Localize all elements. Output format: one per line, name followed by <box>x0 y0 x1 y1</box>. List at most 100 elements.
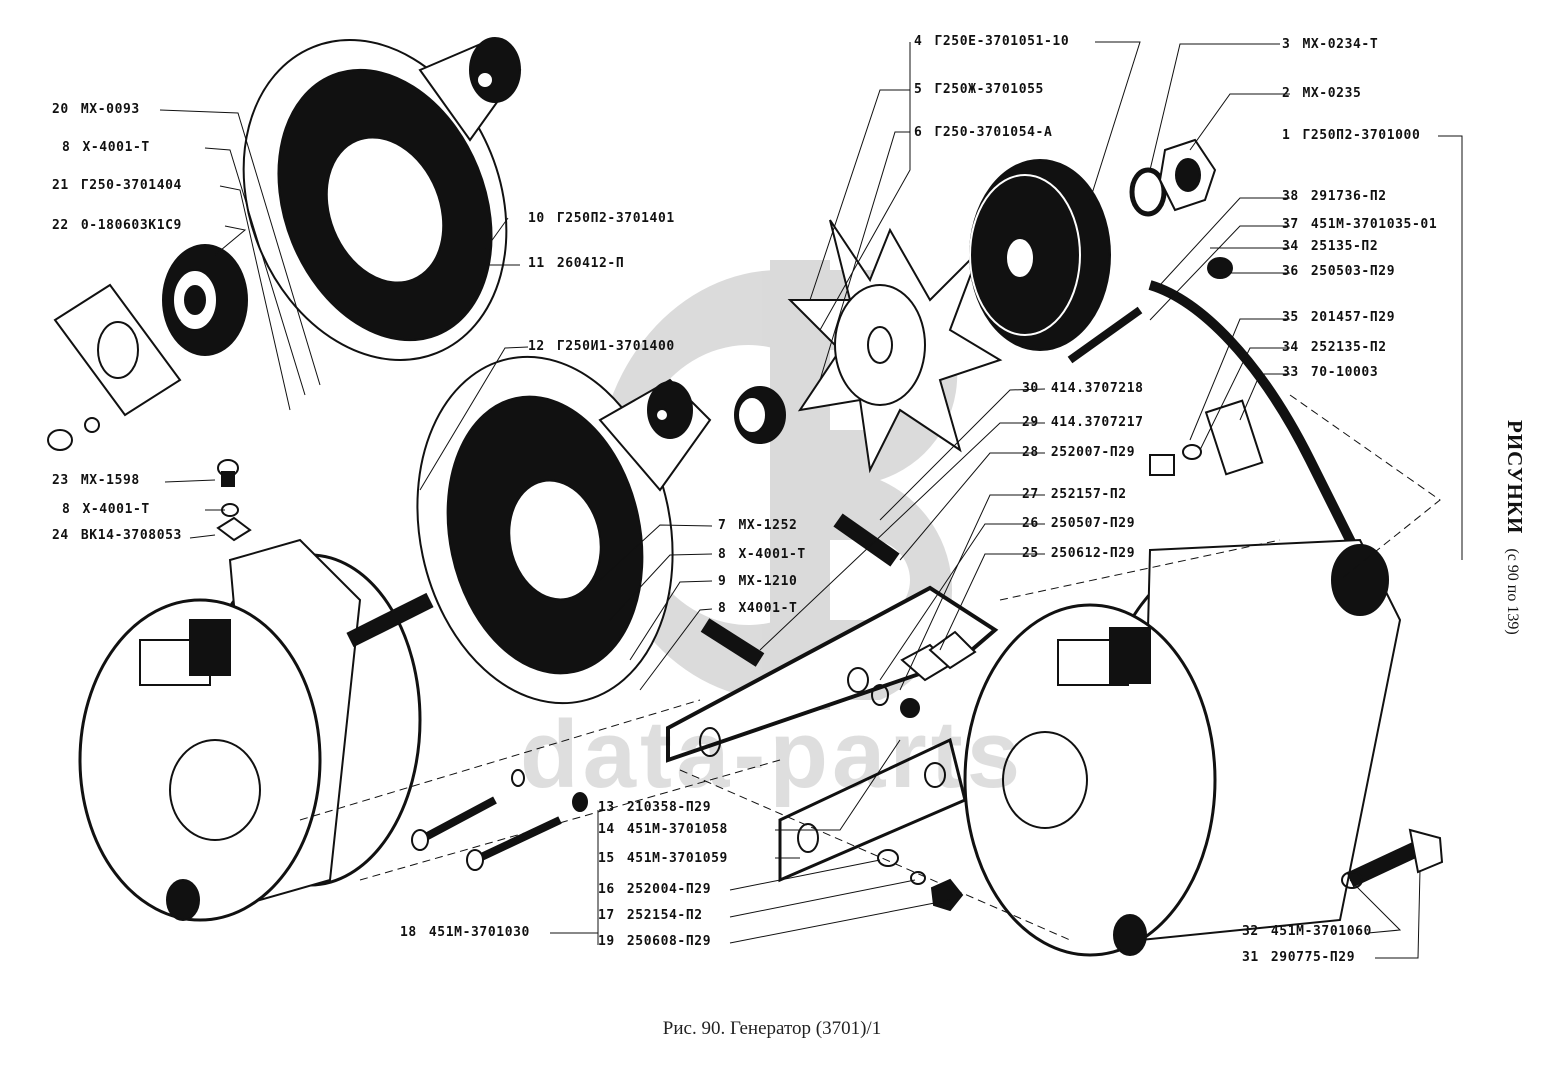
part-code: МХ-1252 <box>738 518 798 533</box>
part-code: МХ-0093 <box>80 102 140 117</box>
callout-number: 32 <box>1242 924 1259 939</box>
callout-number: 3 <box>1282 37 1291 52</box>
callout-number: 22 <box>52 218 69 233</box>
callout-label: 8 Х-4001-Т <box>62 140 150 156</box>
callout-number: 35 <box>1282 310 1299 325</box>
pulley <box>969 159 1111 351</box>
callout-label: 18 451М-3701030 <box>400 925 530 941</box>
callout-number: 14 <box>598 822 615 837</box>
callout-number: 24 <box>52 528 69 543</box>
part-code: МХ-0234-Т <box>1302 37 1379 52</box>
callout-number: 8 <box>62 140 71 155</box>
part-code: 252007-П29 <box>1050 445 1136 460</box>
callout-label: 5 Г250Ж-3701055 <box>914 82 1044 98</box>
callout-number: 5 <box>914 82 923 97</box>
part-code: 250507-П29 <box>1050 516 1136 531</box>
part-code: 252004-П29 <box>626 882 712 897</box>
part-code: МХ-1598 <box>80 473 140 488</box>
washers-16-17-nut-19 <box>877 849 964 912</box>
part-code: 25135-П2 <box>1310 239 1379 254</box>
part-code: Х-4001-Т <box>82 140 150 155</box>
callout-number: 6 <box>914 125 923 140</box>
rear-cover-housing <box>242 37 522 361</box>
part-code: 250612-П29 <box>1050 546 1136 561</box>
part-code: 451М-3701035-01 <box>1310 217 1438 232</box>
spring-washer <box>1129 167 1167 217</box>
generator-assembly-right <box>963 538 1402 957</box>
front-cover-housing <box>416 355 712 705</box>
callout-number: 8 <box>718 547 727 562</box>
callout-number: 7 <box>718 518 727 533</box>
part-code: МХ-0235 <box>1302 86 1362 101</box>
part-code: Г250Ж-3701055 <box>934 82 1044 97</box>
figure-caption: Рис. 90. Генератор (3701)/1 <box>662 1018 882 1039</box>
bolt-36 <box>1067 257 1233 364</box>
part-code: 451М-3701059 <box>626 851 728 866</box>
side-subtitle: (с 90 по 139) <box>1504 548 1521 635</box>
callout-number: 2 <box>1282 86 1291 101</box>
part-code: Г250И1-3701400 <box>556 339 675 354</box>
callout-number: 1 <box>1282 128 1291 143</box>
callout-number: 21 <box>52 178 69 193</box>
callout-label: 2 МХ-0235 <box>1282 86 1361 102</box>
part-code: 201457-П29 <box>1310 310 1396 325</box>
bolt-35 <box>1149 444 1202 476</box>
generator-assembly-left <box>78 538 434 922</box>
callout-label: 14 451М-3701058 <box>598 822 728 838</box>
callout-number: 18 <box>400 925 417 940</box>
callout-number: 34 <box>1282 340 1299 355</box>
callout-number: 36 <box>1282 264 1299 279</box>
part-code: Х4001-Т <box>738 601 798 616</box>
part-code: 0-180603К1С9 <box>80 218 182 233</box>
callout-label: 3 МХ-0234-Т <box>1282 37 1378 53</box>
callout-number: 8 <box>718 601 727 616</box>
callout-number: 8 <box>62 502 71 517</box>
callout-label: 23 МХ-1598 <box>52 473 140 489</box>
callout-number: 23 <box>52 473 69 488</box>
part-code: 451М-3701030 <box>428 925 530 940</box>
leader-lines <box>159 41 1463 959</box>
watermark-text: data-parts <box>520 701 1025 808</box>
callout-number: 29 <box>1022 415 1039 430</box>
callout-number: 25 <box>1022 546 1039 561</box>
callout-number: 27 <box>1022 487 1039 502</box>
part-code: 451М-3701058 <box>626 822 728 837</box>
part-code: 414.3707218 <box>1050 381 1144 396</box>
screw-23-washer-nut <box>216 459 252 542</box>
callout-number: 31 <box>1242 950 1259 965</box>
callout-number: 33 <box>1282 365 1299 380</box>
part-code: 252154-П2 <box>626 908 703 923</box>
part-code: Г250П2-3701401 <box>556 211 675 226</box>
screw-20 <box>47 417 100 451</box>
part-code: Х-4001-Т <box>82 502 150 517</box>
section-side-title: РИСУНКИ(с 90 по 139) <box>1502 420 1527 635</box>
part-code: 260412-П <box>556 256 625 271</box>
bolt-31-32 <box>1341 828 1444 889</box>
part-code: 451М-3701060 <box>1270 924 1372 939</box>
stud-29 <box>833 513 900 567</box>
bearing-cover-plate <box>53 283 182 417</box>
callout-number: 10 <box>528 211 545 226</box>
part-code: 252157-П2 <box>1050 487 1127 502</box>
part-code: 210358-П29 <box>626 800 712 815</box>
callout-number: 26 <box>1022 516 1039 531</box>
